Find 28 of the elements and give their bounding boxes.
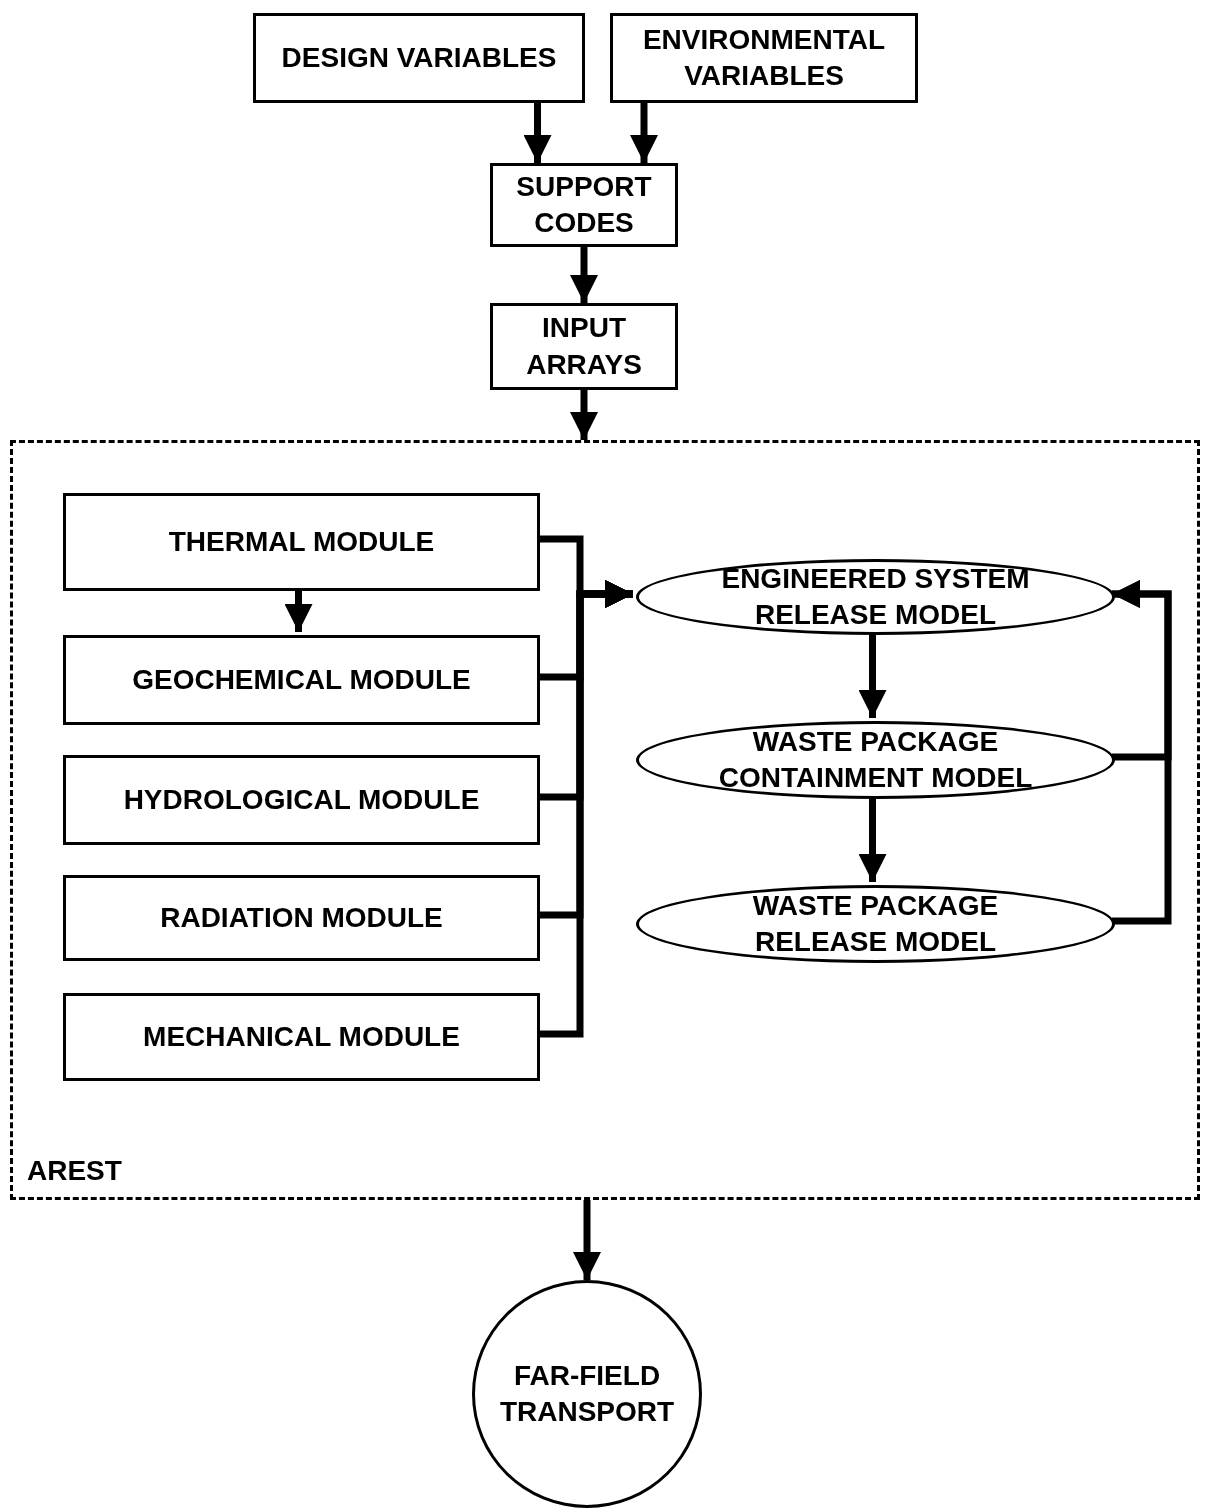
process-box [490,303,678,390]
process-box [490,163,678,247]
dashed-group-box [10,440,1200,1200]
process-box [63,493,540,591]
node-label: ENVIRONMENTAL VARIABLES [641,22,887,93]
group-title: AREST [27,1153,122,1188]
node-label: RADIATION MODULE [160,900,443,935]
process-box [610,13,918,103]
node-label: MECHANICAL MODULE [143,1019,460,1054]
node-label: THERMAL MODULE [168,524,435,559]
arrow [570,247,598,303]
process-box [63,875,540,961]
node-label: WASTE PACKAGE RELEASE MODEL [751,888,1000,959]
process-box [63,993,540,1081]
process-box [63,755,540,845]
node-label: ENGINEERED SYSTEM RELEASE MODEL [720,561,1031,632]
node-label: GEOCHEMICAL MODULE [132,662,471,697]
process-box [253,13,585,103]
arrow [570,390,598,440]
node-label: SUPPORT CODES [515,169,653,240]
node-label: INPUT ARRAYS [525,311,643,382]
process-box [63,635,540,725]
node-label: HYDROLOGICAL MODULE [123,782,480,817]
node-label: FAR-FIELD TRANSPORT [498,1358,676,1429]
node-label: WASTE PACKAGE CONTAINMENT MODEL [717,724,1034,795]
arrow [630,103,658,163]
arrow [523,103,552,163]
node-label: DESIGN VARIABLES [281,40,557,75]
